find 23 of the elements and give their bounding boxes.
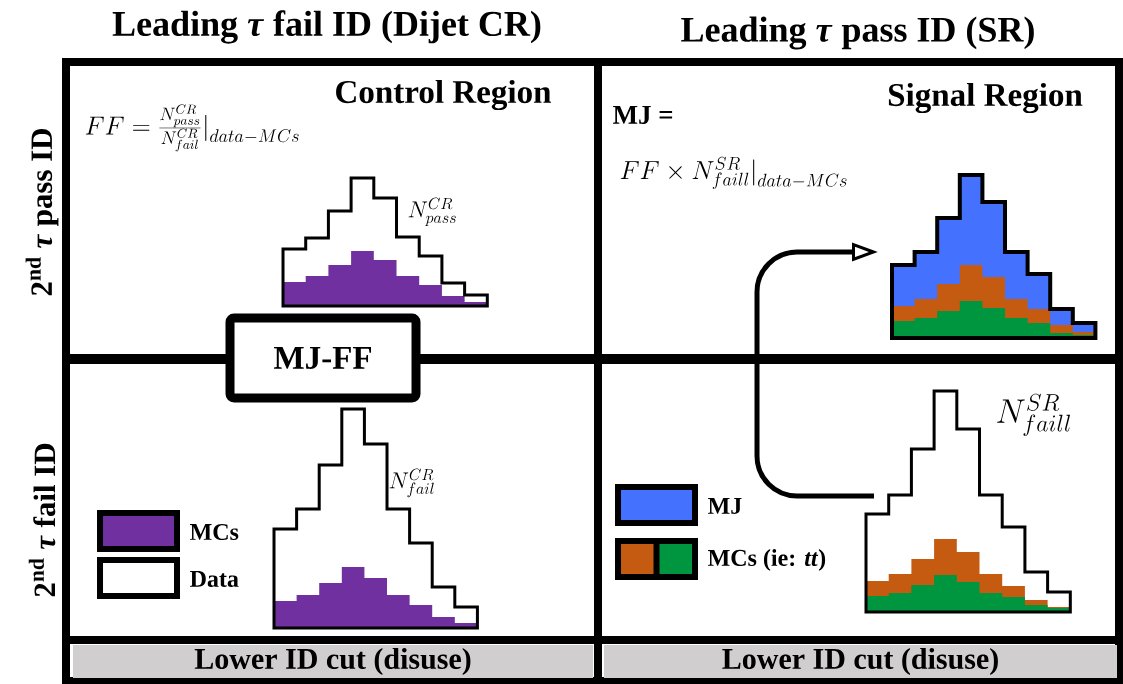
- legend-label: Data: [190, 571, 239, 587]
- formula: $FF\times N^{SR}_{faill}\Big|_{data-MCs}$: [620, 156, 847, 190]
- process-box: MJ-FF: [225, 313, 421, 403]
- histogram-drawing: [864, 389, 1072, 614]
- histogram-drawing: [890, 173, 1098, 340]
- axis-label: 2$^{nd}$ τ pass ID: [25, 129, 59, 296]
- heading: Leading τ pass ID (SR): [681, 16, 1034, 50]
- region-label: MJ =: [613, 106, 673, 124]
- legend-label: MJ: [708, 498, 742, 514]
- heading: Leading τ fail ID (Dijet CR): [112, 10, 541, 44]
- band: Lower ID cut (disuse): [73, 645, 593, 678]
- formula: $N^{CR}_{fail}$: [389, 468, 434, 498]
- formula: $FF = \frac{N^{CR}_{pass}}{N^{CR}_{fail}}\Big|_{data-MCs}$: [85, 104, 299, 152]
- region-label: Control Region: [336, 79, 551, 111]
- legend-label: MCs (ie: tt): [708, 549, 826, 571]
- axis-label: 2$^{nd}$ τ fail ID: [28, 443, 56, 597]
- formula: $N^{CR}_{pass}$: [408, 197, 456, 227]
- legend-label: MCs: [190, 523, 239, 541]
- region-label: Signal Region: [888, 82, 1083, 114]
- histogram-drawing: [281, 176, 489, 308]
- band: Lower ID cut (disuse): [604, 645, 1117, 678]
- formula: $N^{SR}_{faill}$: [997, 393, 1070, 437]
- histogram-drawing: [272, 407, 479, 630]
